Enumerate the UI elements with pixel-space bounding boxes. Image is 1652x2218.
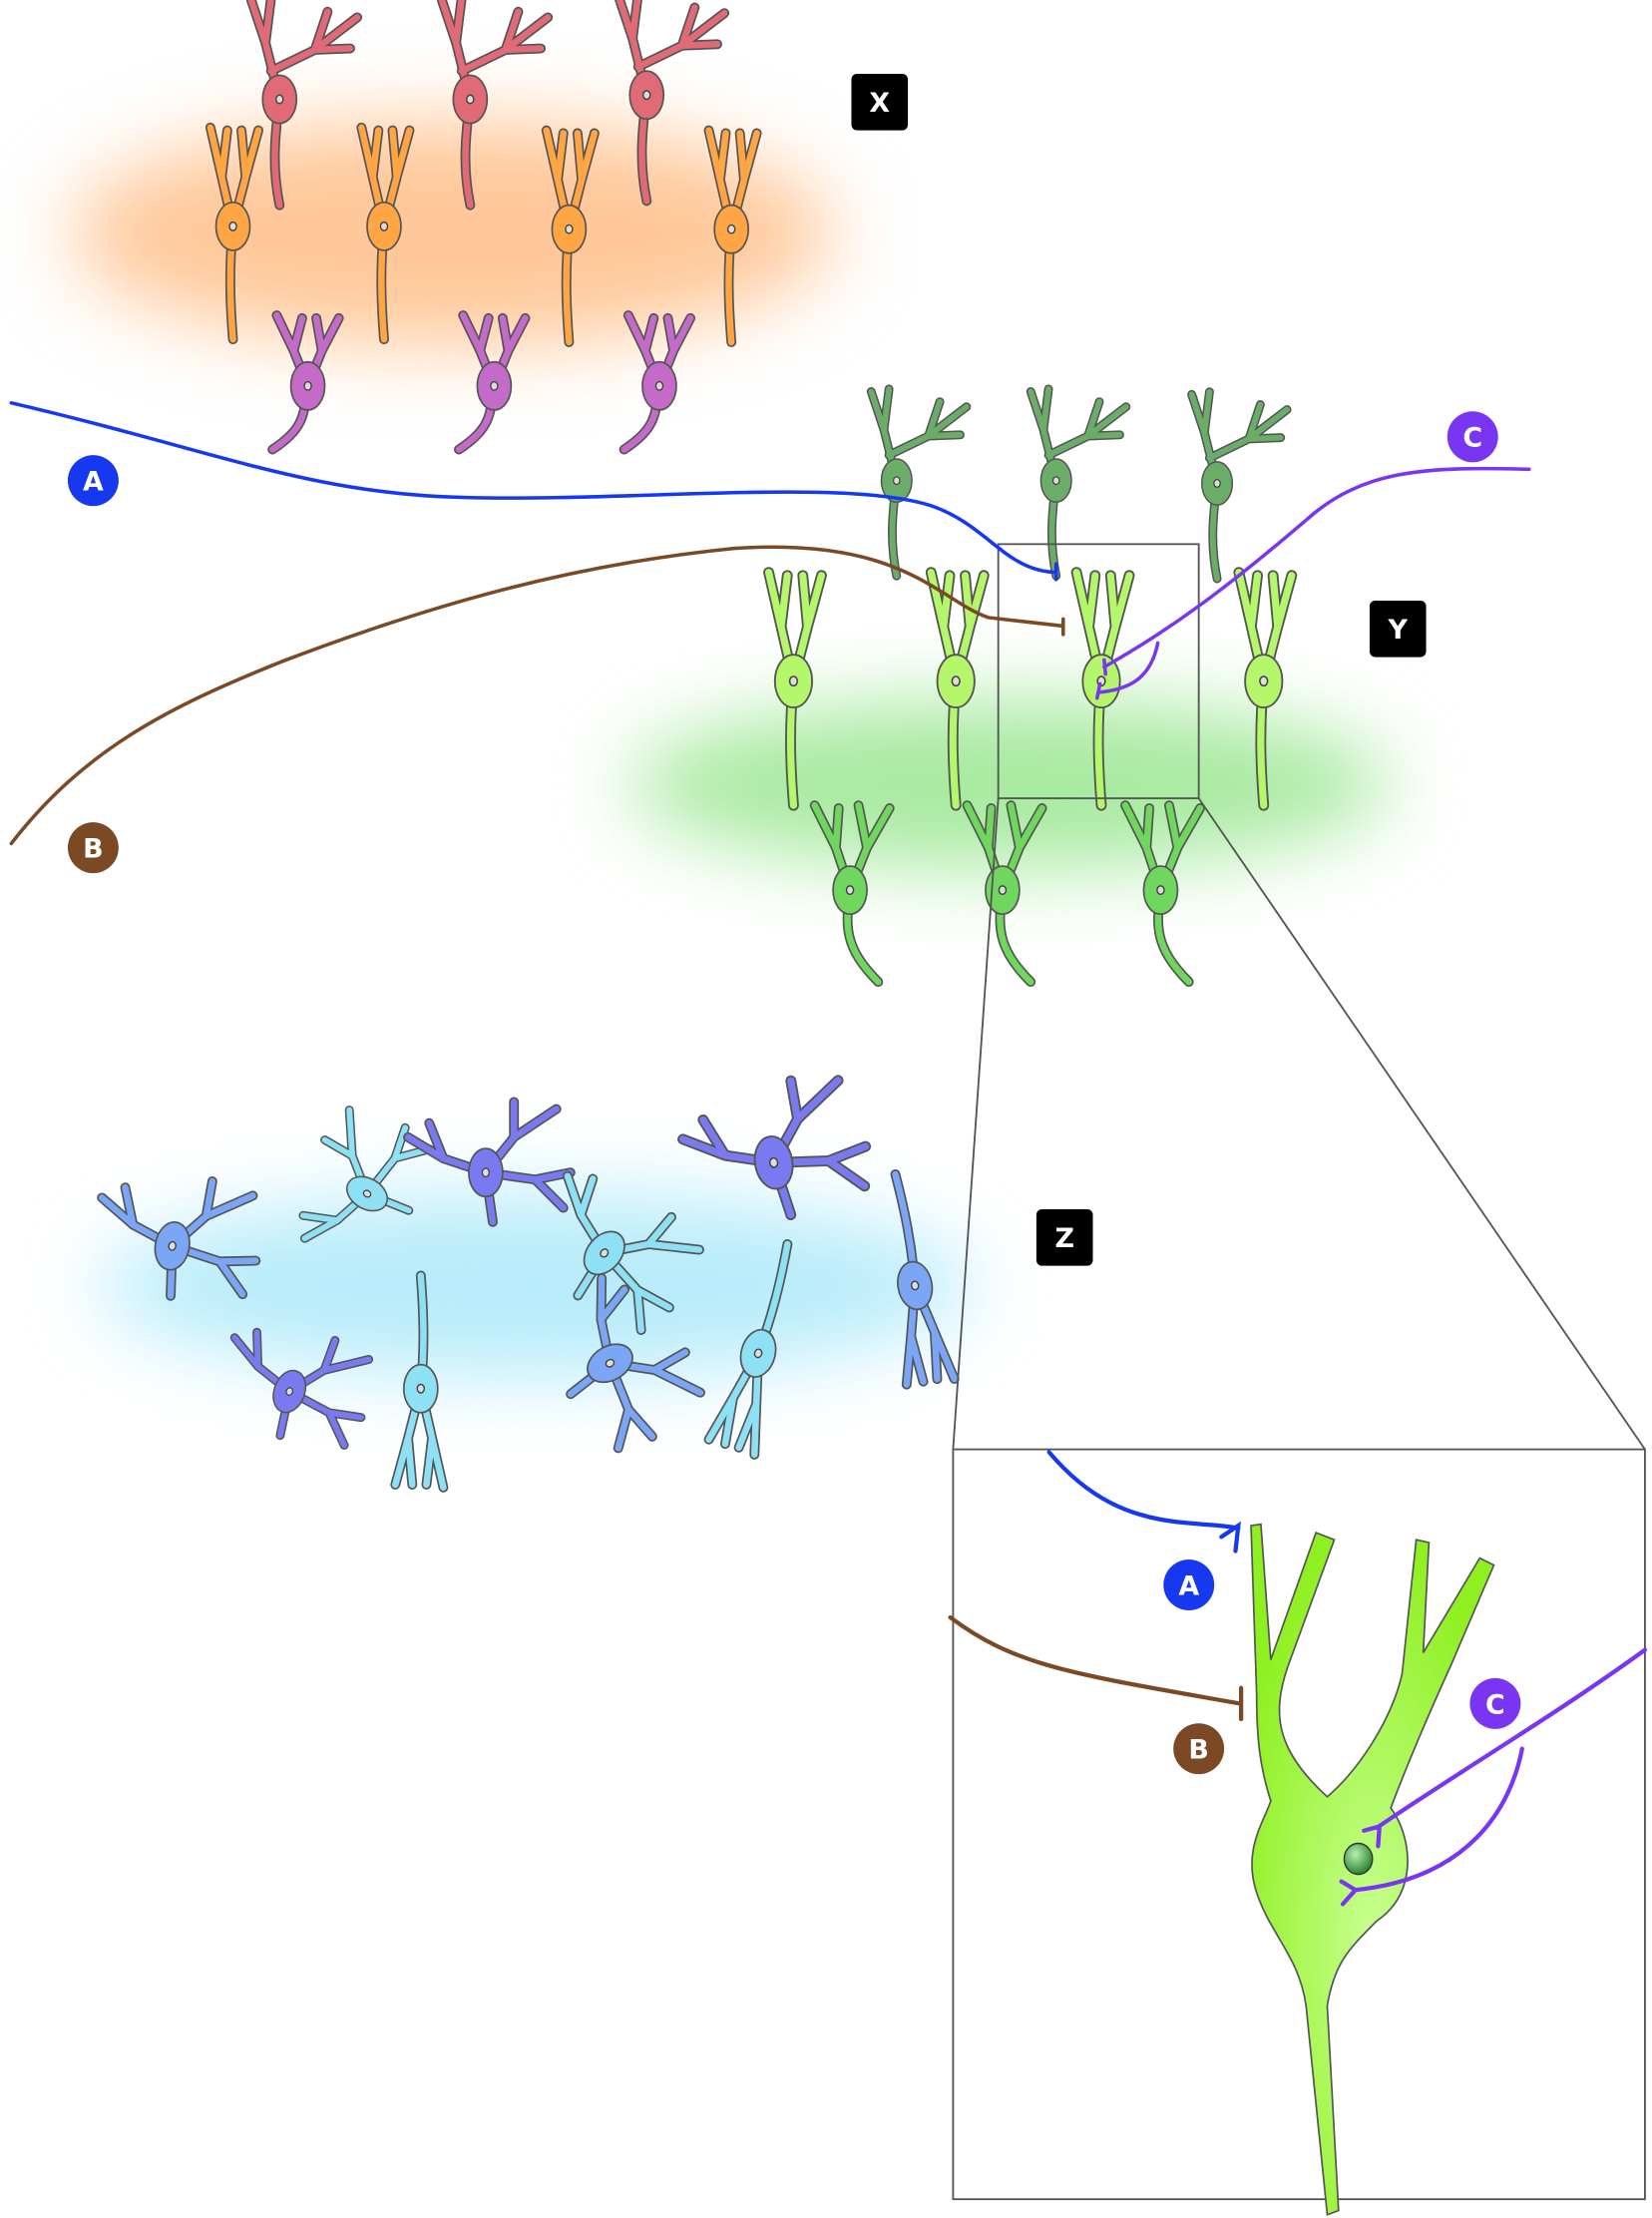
input-fiber-a xyxy=(9,401,1058,582)
neuron xyxy=(403,1097,576,1227)
neuron xyxy=(267,310,344,455)
input-fiber-c xyxy=(1094,466,1531,700)
inset-input-b-badge: B xyxy=(1173,1723,1225,1775)
neuron xyxy=(677,1075,872,1221)
neuron xyxy=(1070,567,1135,811)
neuron xyxy=(619,310,696,455)
neuron xyxy=(763,567,827,811)
layer-z-label: Z xyxy=(1035,1208,1093,1266)
neuron xyxy=(437,0,554,211)
neuron xyxy=(962,800,1047,988)
svg-text:C: C xyxy=(1485,1689,1505,1720)
svg-text:Y: Y xyxy=(1387,615,1408,646)
neuron xyxy=(298,1106,435,1243)
inset-neuron-body xyxy=(1250,1523,1495,2216)
neuron xyxy=(390,1270,449,1493)
layer-y-glow xyxy=(627,699,1392,869)
layer-z-glow xyxy=(99,1193,975,1378)
layer-x-label: X xyxy=(851,74,909,131)
inset-nucleus xyxy=(1343,1842,1374,1876)
zoom-line-right xyxy=(1197,797,1646,1451)
inset-fiber-a xyxy=(1046,1450,1241,1553)
neuron xyxy=(562,1170,704,1335)
svg-text:A: A xyxy=(1178,1570,1199,1601)
input-fiber-b xyxy=(9,545,1065,846)
neuron xyxy=(229,1327,374,1450)
inset-input-a-badge: A xyxy=(1163,1559,1215,1610)
svg-text:Z: Z xyxy=(1054,1223,1074,1254)
neuron xyxy=(566,1273,705,1454)
neuron xyxy=(205,122,263,345)
svg-text:B: B xyxy=(1188,1735,1208,1766)
neuron xyxy=(866,384,972,581)
neuron xyxy=(245,0,363,211)
inset-fiber-c xyxy=(1339,1647,1648,1907)
layer-y-label: Y xyxy=(1369,600,1427,658)
inset-fiber-b xyxy=(948,1614,1244,1722)
neuron xyxy=(703,1239,793,1460)
inset-input-c-badge: C xyxy=(1469,1677,1521,1729)
input-c-badge: C xyxy=(1446,411,1498,463)
neuron xyxy=(809,800,895,988)
neuron xyxy=(925,567,990,811)
neuron xyxy=(890,1168,960,1390)
neurons xyxy=(97,0,1298,1493)
neuron xyxy=(541,125,600,347)
neuron xyxy=(1187,387,1292,584)
svg-text:B: B xyxy=(83,834,103,865)
neuron xyxy=(614,0,730,207)
inset-enlarged-neuron xyxy=(948,1450,1648,2216)
input-b-badge: B xyxy=(67,822,119,874)
neuron xyxy=(1120,800,1206,988)
neuron xyxy=(1233,567,1298,811)
svg-text:A: A xyxy=(83,467,104,498)
svg-text:X: X xyxy=(869,88,890,119)
neuron xyxy=(97,1176,261,1301)
neuron xyxy=(356,122,415,345)
zoom-region-box xyxy=(997,543,1200,800)
zoom-line-left xyxy=(952,798,1000,1450)
input-a-badge: A xyxy=(67,455,119,507)
neuron xyxy=(454,310,531,455)
neuron xyxy=(703,125,762,347)
neuron xyxy=(1026,384,1131,581)
svg-text:C: C xyxy=(1462,423,1482,454)
